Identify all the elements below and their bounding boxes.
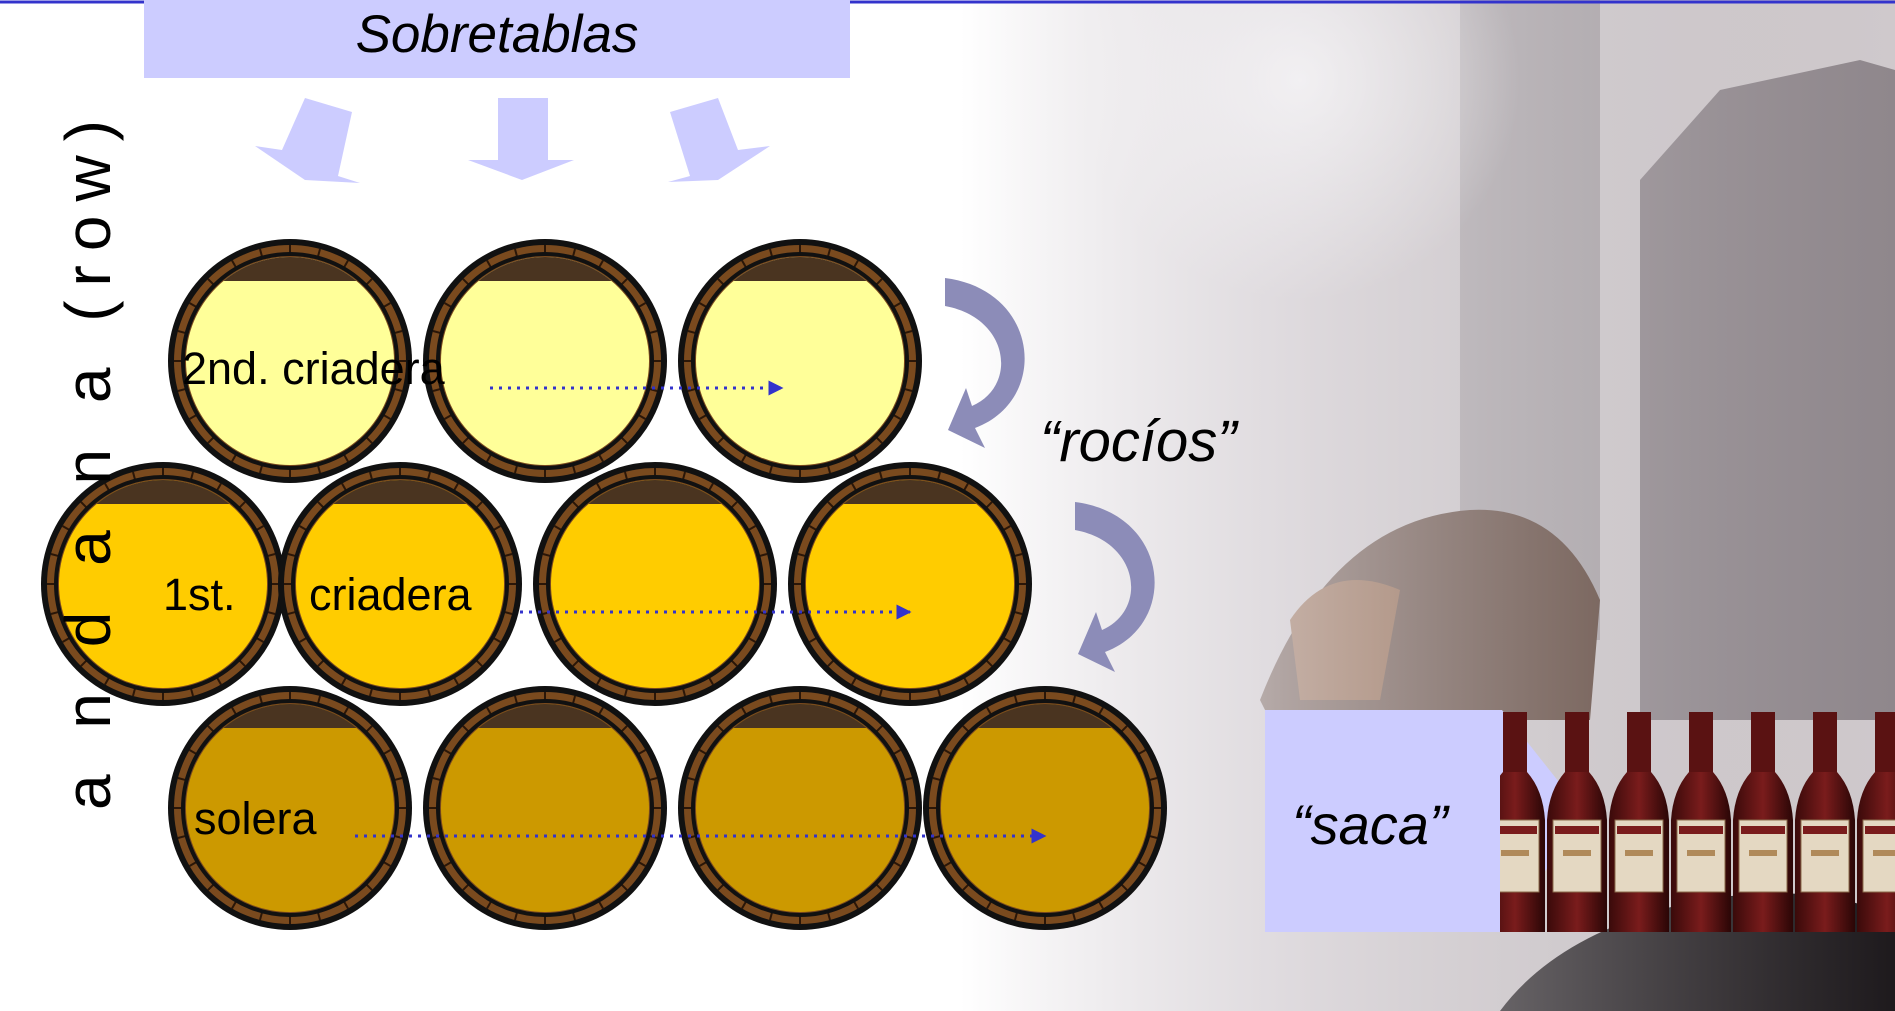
sherry-bottle xyxy=(1795,712,1855,932)
barrel xyxy=(533,462,777,706)
flow-arrows xyxy=(355,380,1047,844)
andana-row-label: a n d a n a (row) xyxy=(52,106,124,810)
barrel xyxy=(788,462,1032,706)
saca-label: “saca” xyxy=(1292,793,1448,856)
rocio-arrow-lower xyxy=(1075,502,1155,672)
barrel-stack xyxy=(41,239,1167,930)
first-criadera-label-word: criadera xyxy=(309,569,472,620)
sobretablas-label: Sobretablas xyxy=(355,5,639,64)
sherry-bottle xyxy=(1547,712,1607,932)
down-arrows xyxy=(255,98,770,183)
sherry-bottle xyxy=(1857,712,1895,932)
rocio-arrow-upper xyxy=(945,278,1025,448)
down-arrow-center xyxy=(468,98,574,180)
rocios-label: “rocíos” xyxy=(1040,409,1237,474)
barrel xyxy=(923,686,1167,930)
barrel xyxy=(423,686,667,930)
first-criadera-label-number: 1st. xyxy=(163,569,236,620)
barrel xyxy=(41,462,285,706)
down-arrow-right xyxy=(668,98,770,182)
barrel xyxy=(278,462,522,706)
sherry-bottle xyxy=(1500,712,1545,932)
barrel xyxy=(423,239,667,483)
barrel xyxy=(168,239,412,483)
down-arrow-left xyxy=(255,98,360,183)
barrel xyxy=(678,686,922,930)
sherry-bottle xyxy=(1609,712,1669,932)
sherry-bottles xyxy=(1500,712,1895,932)
sherry-bottle xyxy=(1671,712,1731,932)
rocios-arrows xyxy=(945,278,1155,672)
sherry-bottle xyxy=(1733,712,1793,932)
barrel xyxy=(168,686,412,930)
solera-label: solera xyxy=(194,793,317,844)
second-criadera-label: 2nd. criadera xyxy=(182,343,445,394)
sobretablas-banner xyxy=(144,0,850,78)
barrel xyxy=(678,239,922,483)
